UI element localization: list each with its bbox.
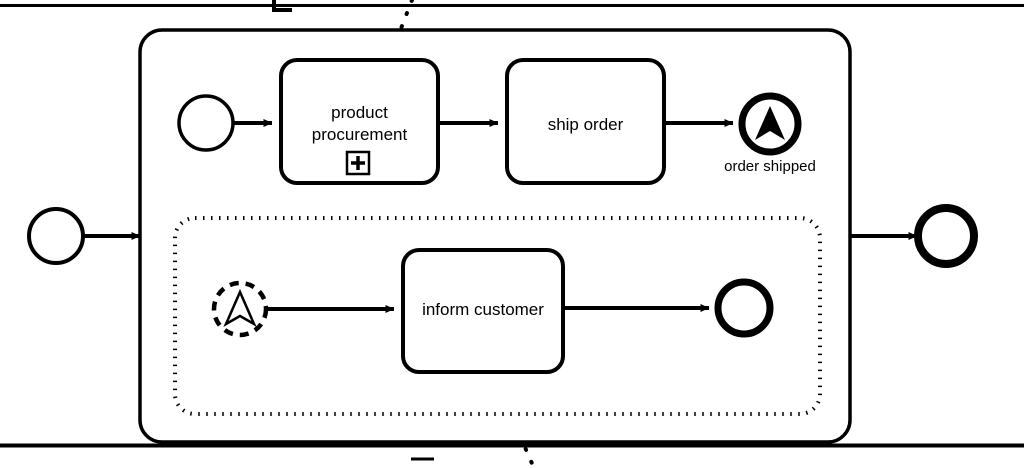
subprocess-end-event[interactable] — [714, 278, 774, 338]
task-product-procurement-label-line2: procurement — [312, 125, 408, 144]
collapsed-subprocess-plus-icon — [345, 150, 371, 176]
signal-end-event-label: order shipped — [724, 158, 816, 175]
corner-bracket-glyph — [272, 0, 292, 12]
signal-triangle-icon — [755, 106, 785, 140]
signal-end-event-order-shipped[interactable] — [738, 92, 802, 156]
outer-start-event[interactable] — [27, 207, 85, 265]
signal-triangle-outline-icon — [223, 288, 257, 327]
inner-start-event[interactable] — [177, 94, 235, 152]
non-interrupting-signal-start-event[interactable] — [211, 280, 269, 338]
outer-end-event[interactable] — [914, 204, 978, 268]
task-product-procurement-label-line1: product — [331, 103, 388, 122]
task-ship-order-label: ship order — [548, 115, 624, 134]
task-inform-customer[interactable] — [401, 248, 565, 374]
task-inform-customer-label: inform customer — [422, 300, 544, 319]
